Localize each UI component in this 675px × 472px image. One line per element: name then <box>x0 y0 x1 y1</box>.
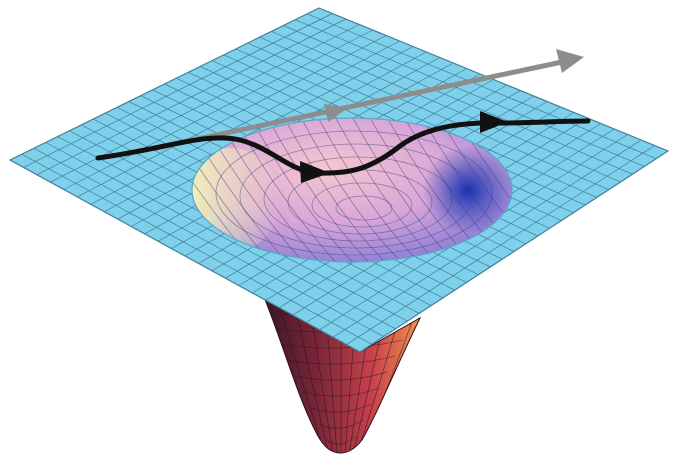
funnel-grid-line <box>277 299 325 453</box>
straight-path-arrowhead-end <box>556 49 584 73</box>
well-contour-line <box>335 195 393 221</box>
deflected-path <box>95 111 591 183</box>
straight-path-arrowhead-mid <box>324 104 348 122</box>
well-contour-line <box>311 182 413 228</box>
deflected-path-arrowhead-2 <box>480 111 508 133</box>
well-deep-blue <box>422 146 512 234</box>
funnel-grid-line <box>326 435 356 445</box>
plane-grid-line <box>259 36 609 191</box>
funnel-grid-line <box>302 387 380 397</box>
plane-grid-line <box>247 42 598 198</box>
well-grid-line <box>393 118 512 262</box>
straight-path-line <box>152 59 565 151</box>
well-grid-line <box>192 118 287 262</box>
well-rim <box>191 117 513 263</box>
well-contour-line <box>239 143 473 249</box>
straight-path <box>152 49 584 151</box>
well-grid-line <box>342 118 474 262</box>
funnel-grid-line <box>318 419 364 429</box>
well-grid-line <box>291 118 423 262</box>
plane-grid-line <box>283 25 633 175</box>
well-contour-line <box>215 130 493 256</box>
well-grid-line <box>308 118 440 262</box>
well-grid-line <box>257 118 389 262</box>
plane-grid-line <box>271 31 621 183</box>
well-grid-line <box>359 118 491 262</box>
funnel-grid-line <box>310 403 372 413</box>
well-contour-line <box>263 156 453 242</box>
plane-grid-line <box>306 13 657 160</box>
deflected-path-arrowhead-1 <box>300 161 330 183</box>
well-grid-line <box>325 118 457 262</box>
well-grid-line <box>376 118 508 262</box>
plane-grid-line <box>295 19 645 167</box>
funnel-grid-line <box>286 355 396 365</box>
plane-grid-line <box>332 139 642 338</box>
well-grid-line <box>274 118 406 262</box>
well-grid-line <box>192 118 304 262</box>
funnel-grid-line <box>294 371 388 381</box>
plane-grid-line <box>346 145 655 345</box>
funnel-grid-line <box>278 339 404 349</box>
plane-outline <box>8 7 670 353</box>
